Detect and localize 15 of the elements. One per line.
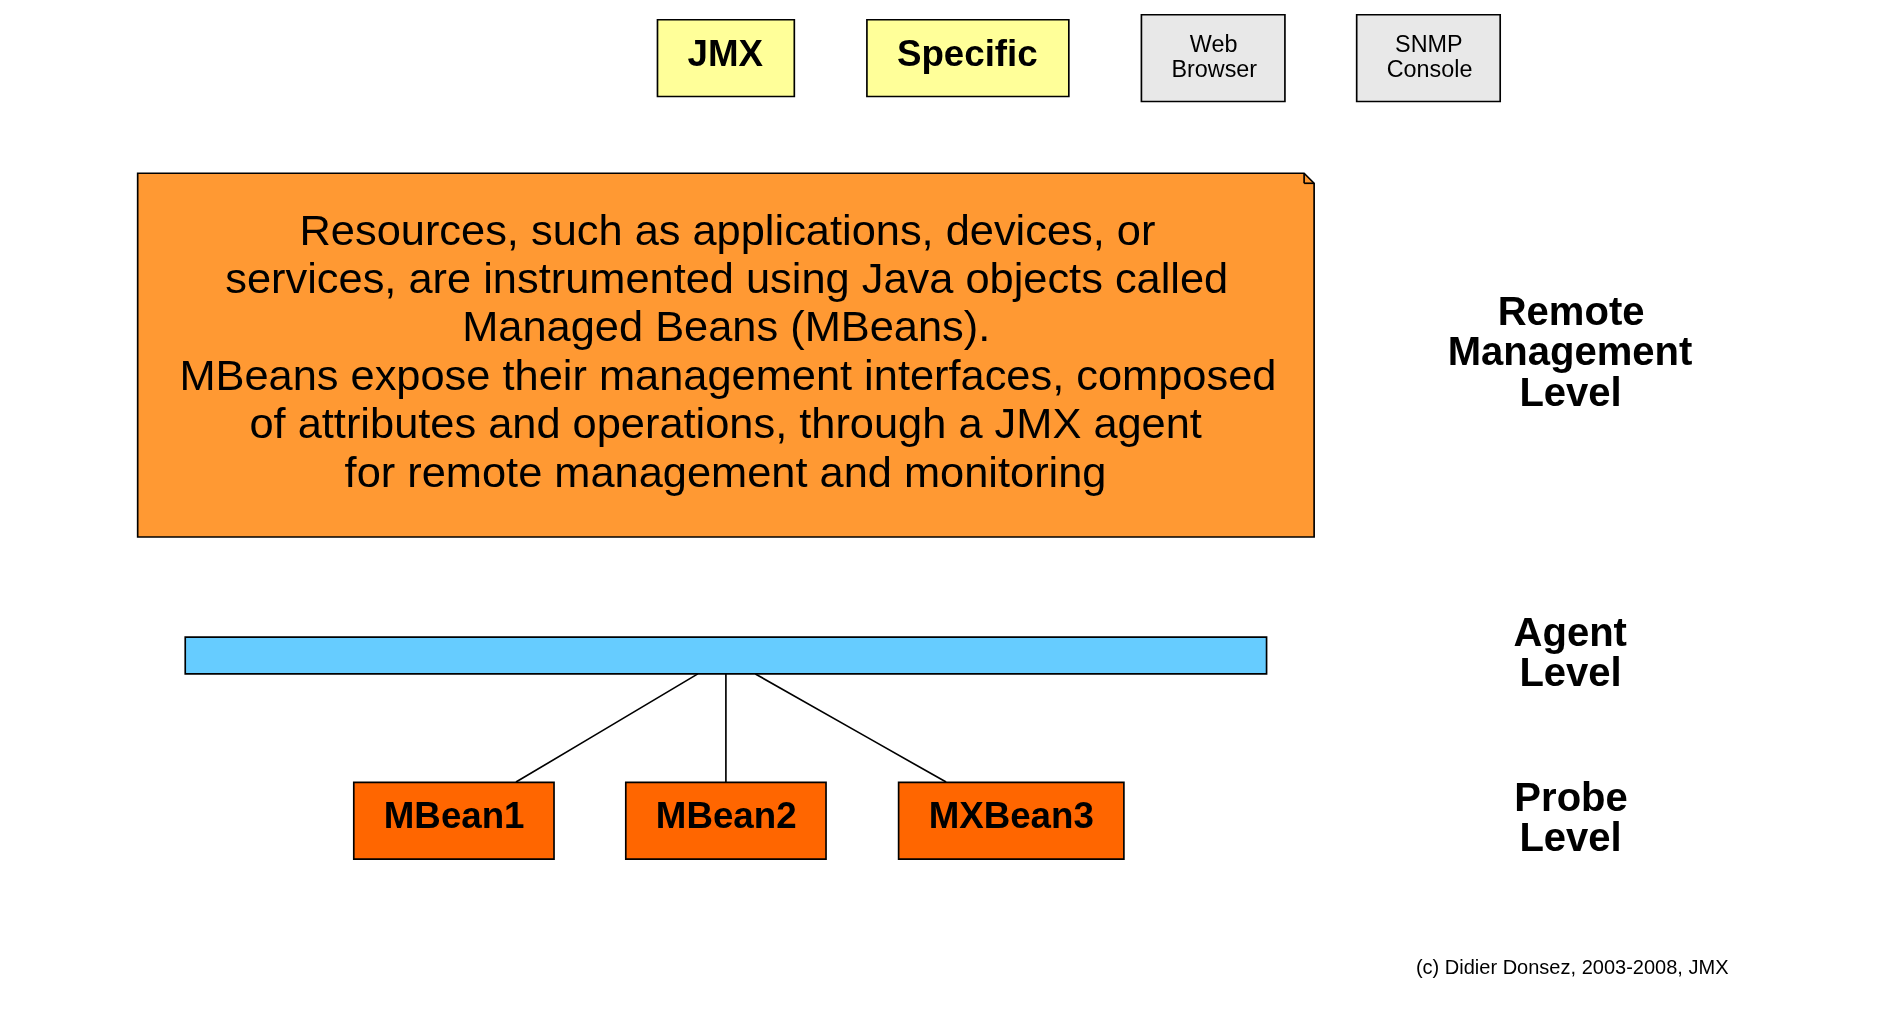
node-box: Web Browser xyxy=(1140,13,1286,103)
node-box: MXBean3 xyxy=(897,781,1125,860)
connector xyxy=(514,673,699,783)
label: Remote Management Level xyxy=(1447,289,1692,414)
label: (c) Didier Donsez, 2003-2008, JMX xyxy=(1415,956,1729,979)
connector xyxy=(724,673,727,783)
node-bar xyxy=(183,636,1267,675)
label: Probe Level xyxy=(1513,775,1628,860)
node-box: JMX xyxy=(656,18,795,98)
node-box: MBean1 xyxy=(352,781,555,860)
node-box: Specific xyxy=(865,18,1070,98)
node-box: SNMP Console xyxy=(1355,13,1501,103)
connector xyxy=(754,673,947,783)
node-box: MBean2 xyxy=(624,781,827,860)
label: Agent Level xyxy=(1513,609,1627,694)
